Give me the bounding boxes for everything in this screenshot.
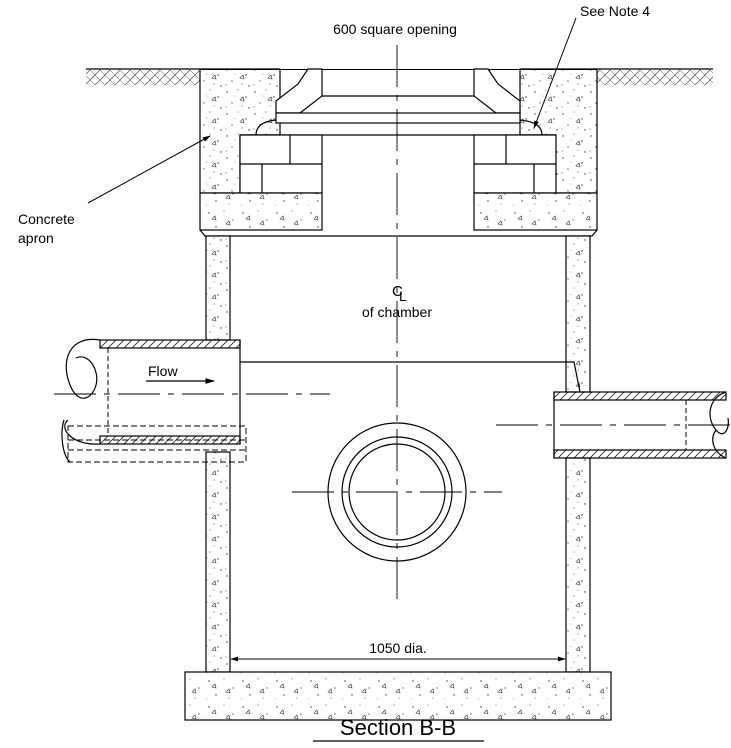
opening-label: 600 square opening (333, 21, 457, 37)
centerline-symbol-c: C (392, 283, 403, 300)
concrete-apron (199, 68, 598, 194)
diameter-label: 1050 dia. (369, 640, 427, 656)
note-leader (533, 17, 577, 129)
chamber-walls (205, 235, 591, 673)
section-title: Section B-B (340, 715, 456, 740)
brick-courses (239, 134, 557, 194)
ground-surface (86, 68, 713, 85)
note-label: See Note 4 (580, 3, 650, 19)
manhole-frame (240, 68, 556, 136)
apron-label-line1: Concrete (18, 211, 75, 227)
apron-leader (87, 135, 211, 204)
inlet-pipe (54, 338, 330, 463)
apron-label-line2: apron (18, 230, 54, 246)
cover-slab (199, 192, 598, 237)
centerline-symbol-l: L (399, 288, 407, 304)
flow-label: Flow (148, 363, 178, 379)
benching-line (240, 361, 581, 393)
base-slab (184, 671, 612, 721)
centerline-description: of chamber (362, 304, 432, 320)
outlet-pipe (496, 391, 731, 459)
